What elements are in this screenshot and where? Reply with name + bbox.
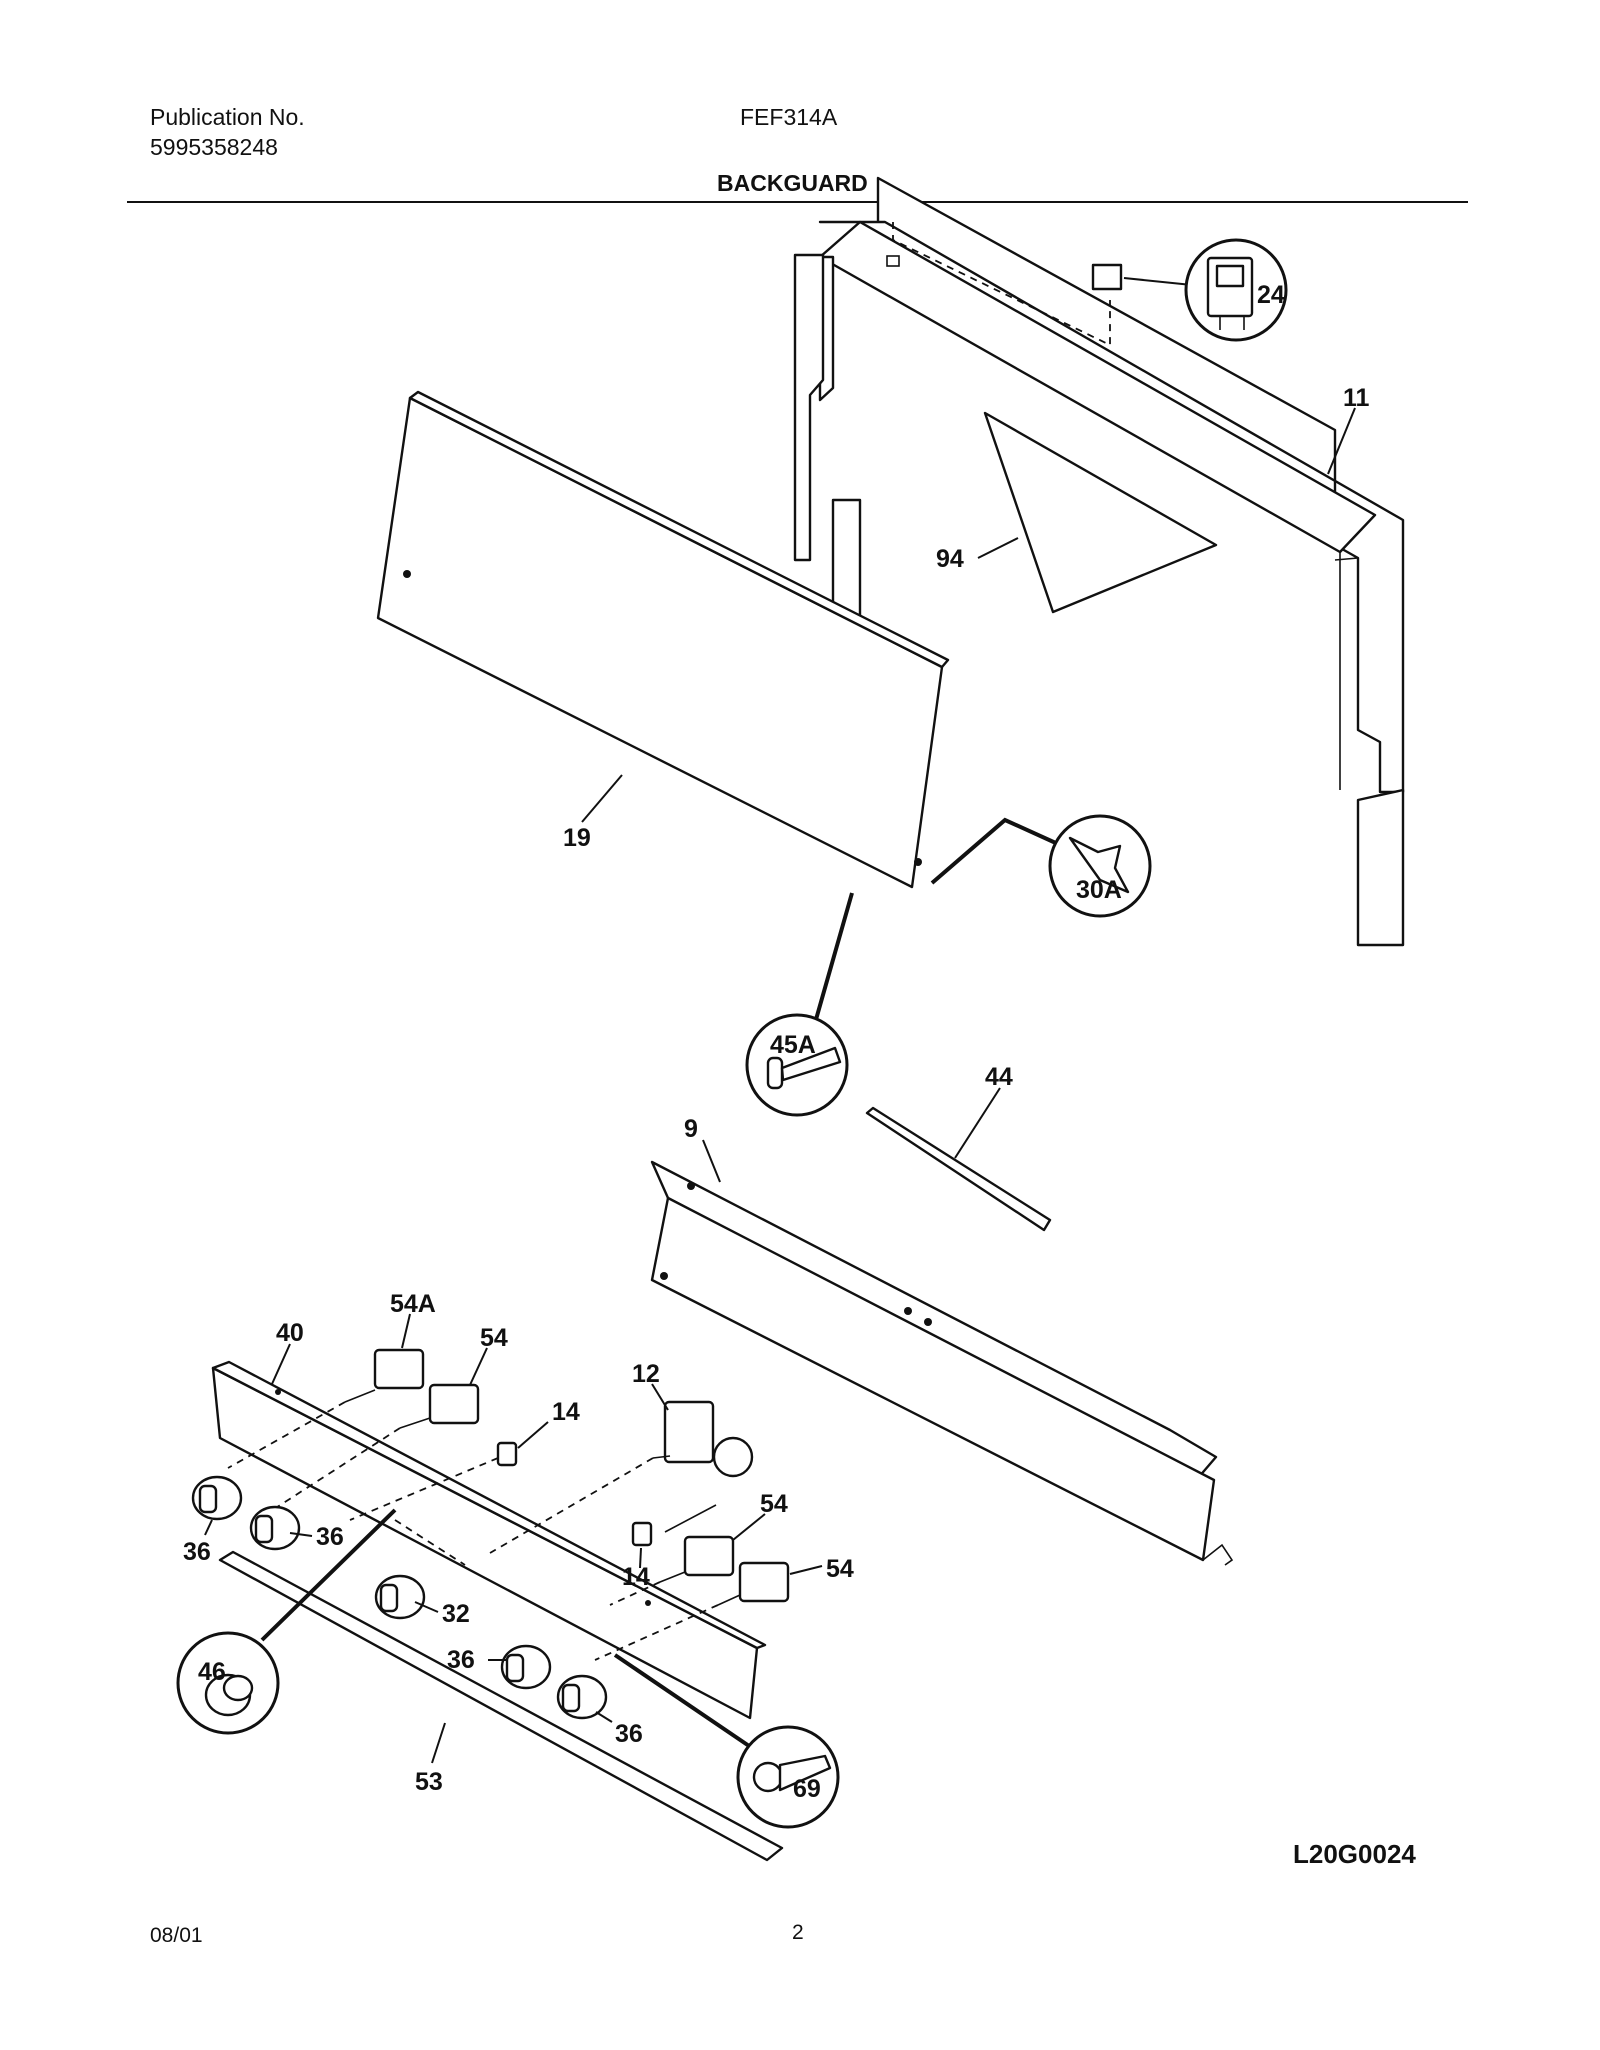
callout-14-mid: 14	[622, 1563, 650, 1591]
callout-36-left: 36	[183, 1538, 211, 1566]
triangle-plate	[983, 411, 1218, 614]
control-panel	[376, 390, 950, 889]
callout-54a: 54A	[390, 1290, 436, 1318]
callout-54-top: 54	[480, 1324, 508, 1352]
knob-36-mid	[249, 1505, 313, 1551]
callout-36-right: 36	[615, 1720, 643, 1748]
indicator-light-top	[496, 1441, 518, 1467]
rear-panel-face	[650, 1196, 1216, 1562]
backguard-frame-top	[818, 220, 1377, 554]
plug-button	[176, 1631, 280, 1735]
control-panel-40	[211, 1360, 767, 1720]
control-panel-face	[376, 396, 944, 889]
indicator-light-mid	[631, 1521, 653, 1547]
header-rule	[127, 201, 1468, 203]
switch-54a	[344, 1313, 425, 1403]
backguard-right-leg	[1356, 788, 1405, 947]
thermostat	[651, 1383, 754, 1533]
page-number: 2	[792, 1921, 804, 1944]
callout-44: 44	[985, 1063, 1013, 1091]
backguard-frame-outline	[818, 176, 1405, 794]
switch-54-mid	[659, 1513, 766, 1583]
callout-11: 11	[1343, 384, 1370, 412]
callout-53: 53	[415, 1768, 443, 1796]
callout-46: 46	[198, 1658, 226, 1686]
screw-45a	[745, 1013, 849, 1117]
callout-9: 9	[684, 1115, 698, 1143]
trim-bar	[218, 1550, 784, 1862]
rocker-switch	[1091, 238, 1288, 342]
switch-54-top	[399, 1347, 488, 1429]
callout-12: 12	[632, 1360, 660, 1388]
rear-panel	[650, 1160, 1234, 1566]
callout-14-top: 14	[552, 1398, 580, 1426]
screw-69	[736, 1725, 840, 1829]
callout-45a: 45A	[770, 1031, 816, 1059]
publication-number: 5995358248	[150, 134, 278, 160]
model-number: FEF314A	[740, 104, 838, 130]
callout-40: 40	[276, 1319, 304, 1347]
callout-24: 24	[1257, 281, 1285, 309]
switch-54-low	[717, 1561, 823, 1606]
knob-36-center	[488, 1644, 552, 1690]
knob-36-right	[556, 1674, 613, 1723]
section-title: BACKGUARD	[717, 170, 868, 196]
knob-32	[374, 1574, 439, 1620]
callout-36-center: 36	[447, 1646, 475, 1674]
callout-54-mid: 54	[760, 1490, 788, 1518]
callout-54-low: 54	[826, 1555, 854, 1583]
callout-30a: 30A	[1076, 876, 1122, 904]
callout-19: 19	[563, 824, 591, 852]
backguard-left-flange	[793, 253, 825, 562]
wing-nut	[1048, 814, 1152, 918]
trim-strip	[865, 1106, 1052, 1232]
callout-36-mid: 36	[316, 1523, 344, 1551]
publication-label: Publication No.	[150, 104, 305, 130]
footer-date: 08/01	[150, 1924, 203, 1947]
backguard-frame	[793, 176, 1405, 947]
callout-69: 69	[793, 1775, 821, 1803]
drawing-id: L20G0024	[1293, 1839, 1416, 1869]
callout-94: 94	[936, 545, 964, 573]
knob-36-left	[191, 1475, 243, 1536]
callout-32: 32	[442, 1600, 470, 1628]
